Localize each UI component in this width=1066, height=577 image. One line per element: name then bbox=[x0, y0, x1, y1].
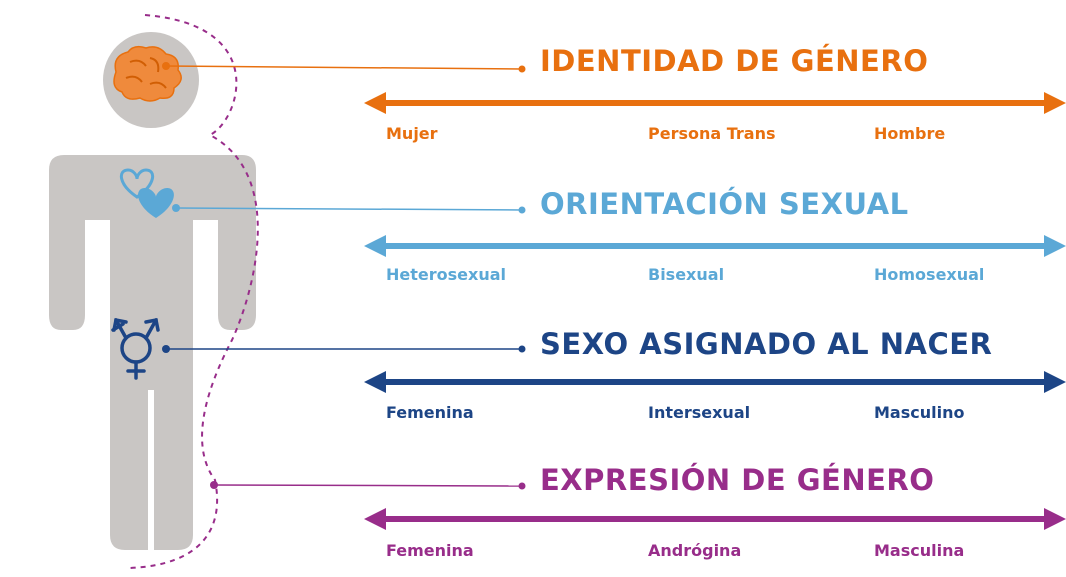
label-heterosexual: Heterosexual bbox=[386, 265, 506, 284]
label-femenina-expresion: Femenina bbox=[386, 541, 474, 560]
label-androgina: Andrógina bbox=[648, 541, 742, 560]
title-orientacion-sexual: ORIENTACIÓN SEXUAL bbox=[540, 187, 909, 221]
arrow-sexo bbox=[364, 371, 1066, 393]
label-persona-trans: Persona Trans bbox=[648, 124, 776, 143]
arrow-expresion bbox=[364, 508, 1066, 530]
hearts-icon bbox=[119, 168, 174, 218]
title-sexo-asignado-al-nacer: SEXO ASIGNADO AL NACER bbox=[540, 327, 993, 361]
arrow-identidad bbox=[364, 92, 1066, 114]
connector-identidad bbox=[162, 62, 526, 73]
dashed-boundary bbox=[129, 14, 259, 569]
connector-expresion bbox=[210, 481, 526, 490]
label-hombre: Hombre bbox=[874, 124, 946, 143]
connector-orientacion bbox=[172, 204, 526, 214]
label-mujer: Mujer bbox=[386, 124, 438, 143]
label-masculino: Masculino bbox=[874, 403, 965, 422]
connector-sexo bbox=[162, 345, 526, 353]
transgender-symbol-icon bbox=[111, 317, 160, 380]
label-homosexual: Homosexual bbox=[874, 265, 985, 284]
arrow-orientacion bbox=[364, 235, 1066, 257]
title-identidad-de-genero: IDENTIDAD DE GÉNERO bbox=[540, 44, 929, 78]
label-femenina-sexo: Femenina bbox=[386, 403, 474, 422]
brain-icon bbox=[113, 45, 182, 102]
human-figure bbox=[49, 32, 256, 550]
figure-body bbox=[49, 155, 256, 550]
label-masculina: Masculina bbox=[874, 541, 965, 560]
label-bisexual: Bisexual bbox=[648, 265, 725, 284]
label-intersexual: Intersexual bbox=[648, 403, 751, 422]
title-expresion-de-genero: EXPRESIÓN DE GÉNERO bbox=[540, 463, 935, 497]
